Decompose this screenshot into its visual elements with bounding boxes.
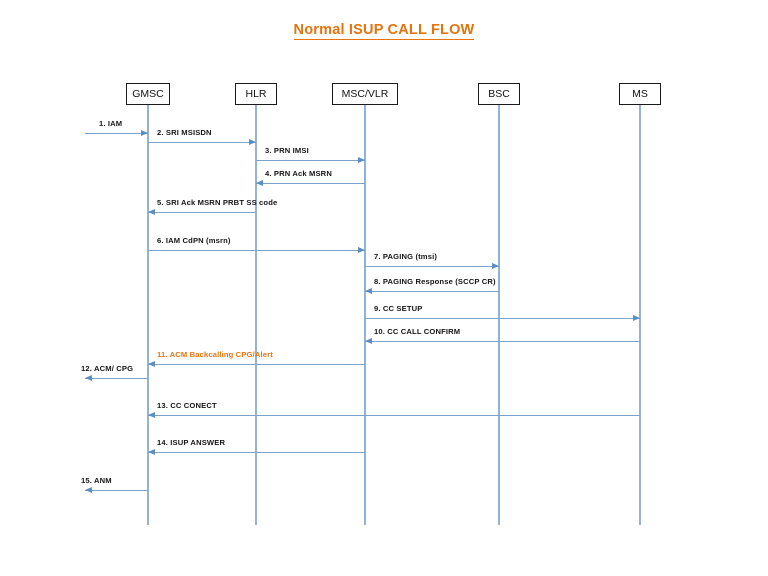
arrow-head-9 xyxy=(633,315,640,321)
lifeline-mscvlr xyxy=(364,105,366,525)
arrow-head-2 xyxy=(249,139,256,145)
message-arrow-14 xyxy=(148,452,365,454)
actor-box-bsc: BSC xyxy=(478,83,520,105)
arrow-head-14 xyxy=(148,449,155,455)
arrow-head-11 xyxy=(148,361,155,367)
message-label-12: 12. ACM/ CPG xyxy=(81,364,134,373)
message-label-8: 8. PAGING Response (SCCP CR) xyxy=(374,277,496,286)
arrow-head-10 xyxy=(365,338,372,344)
arrow-head-5 xyxy=(148,209,155,215)
arrow-head-8 xyxy=(365,288,372,294)
message-arrow-5 xyxy=(148,212,256,214)
arrow-head-15 xyxy=(85,487,92,493)
actor-label: MSC/VLR xyxy=(341,88,389,100)
actor-label: MS xyxy=(632,88,648,100)
actor-label: GMSC xyxy=(132,88,164,100)
message-arrow-9 xyxy=(365,318,640,320)
message-arrow-10 xyxy=(365,341,640,343)
arrow-head-4 xyxy=(256,180,263,186)
arrow-head-13 xyxy=(148,412,155,418)
lifeline-gmsc xyxy=(147,105,149,525)
message-label-1: 1. IAM xyxy=(99,119,123,128)
lifeline-hlr xyxy=(255,105,257,525)
actor-label: BSC xyxy=(488,88,510,100)
page-title: Normal ISUP CALL FLOW xyxy=(0,22,768,40)
actor-box-gmsc: GMSC xyxy=(125,83,171,105)
actor-box-ms: MS xyxy=(619,83,661,105)
arrow-head-12 xyxy=(85,375,92,381)
message-label-5: 5. SRI Ack MSRN PRBT SS code xyxy=(157,198,278,207)
page-title-text: Normal ISUP CALL FLOW xyxy=(293,22,475,40)
message-label-2: 2. SRI MSISDN xyxy=(157,128,212,137)
message-label-15: 15. ANM xyxy=(81,476,112,485)
message-label-6: 6. IAM CdPN (msrn) xyxy=(157,236,231,245)
lifeline-bsc xyxy=(498,105,500,525)
arrow-head-7 xyxy=(492,263,499,269)
actor-box-hlr: HLR xyxy=(235,83,277,105)
arrow-head-6 xyxy=(358,247,365,253)
message-arrow-4 xyxy=(256,183,365,185)
actor-box-mscvlr: MSC/VLR xyxy=(331,83,399,105)
arrow-head-3 xyxy=(358,157,365,163)
actor-label: HLR xyxy=(245,88,267,100)
arrow-head-1 xyxy=(141,130,148,136)
message-label-9: 9. CC SETUP xyxy=(374,304,423,313)
message-label-11: 11. ACM Backcalling CPG/Alert xyxy=(157,350,273,359)
message-label-4: 4. PRN Ack MSRN xyxy=(265,169,332,178)
message-arrow-7 xyxy=(365,266,499,268)
message-arrow-2 xyxy=(148,142,256,144)
message-label-3: 3. PRN IMSI xyxy=(265,146,309,155)
message-arrow-8 xyxy=(365,291,499,293)
message-label-10: 10. CC CALL CONFIRM xyxy=(374,327,461,336)
message-arrow-12 xyxy=(85,378,148,380)
message-arrow-1 xyxy=(85,133,148,135)
message-label-14: 14. ISUP ANSWER xyxy=(157,438,226,447)
message-label-7: 7. PAGING (tmsi) xyxy=(374,252,438,261)
message-arrow-3 xyxy=(256,160,365,162)
message-arrow-15 xyxy=(85,490,148,492)
message-arrow-11 xyxy=(148,364,365,366)
message-arrow-6 xyxy=(148,250,365,252)
message-arrow-13 xyxy=(148,415,640,417)
message-label-13: 13. CC CONECT xyxy=(157,401,217,410)
